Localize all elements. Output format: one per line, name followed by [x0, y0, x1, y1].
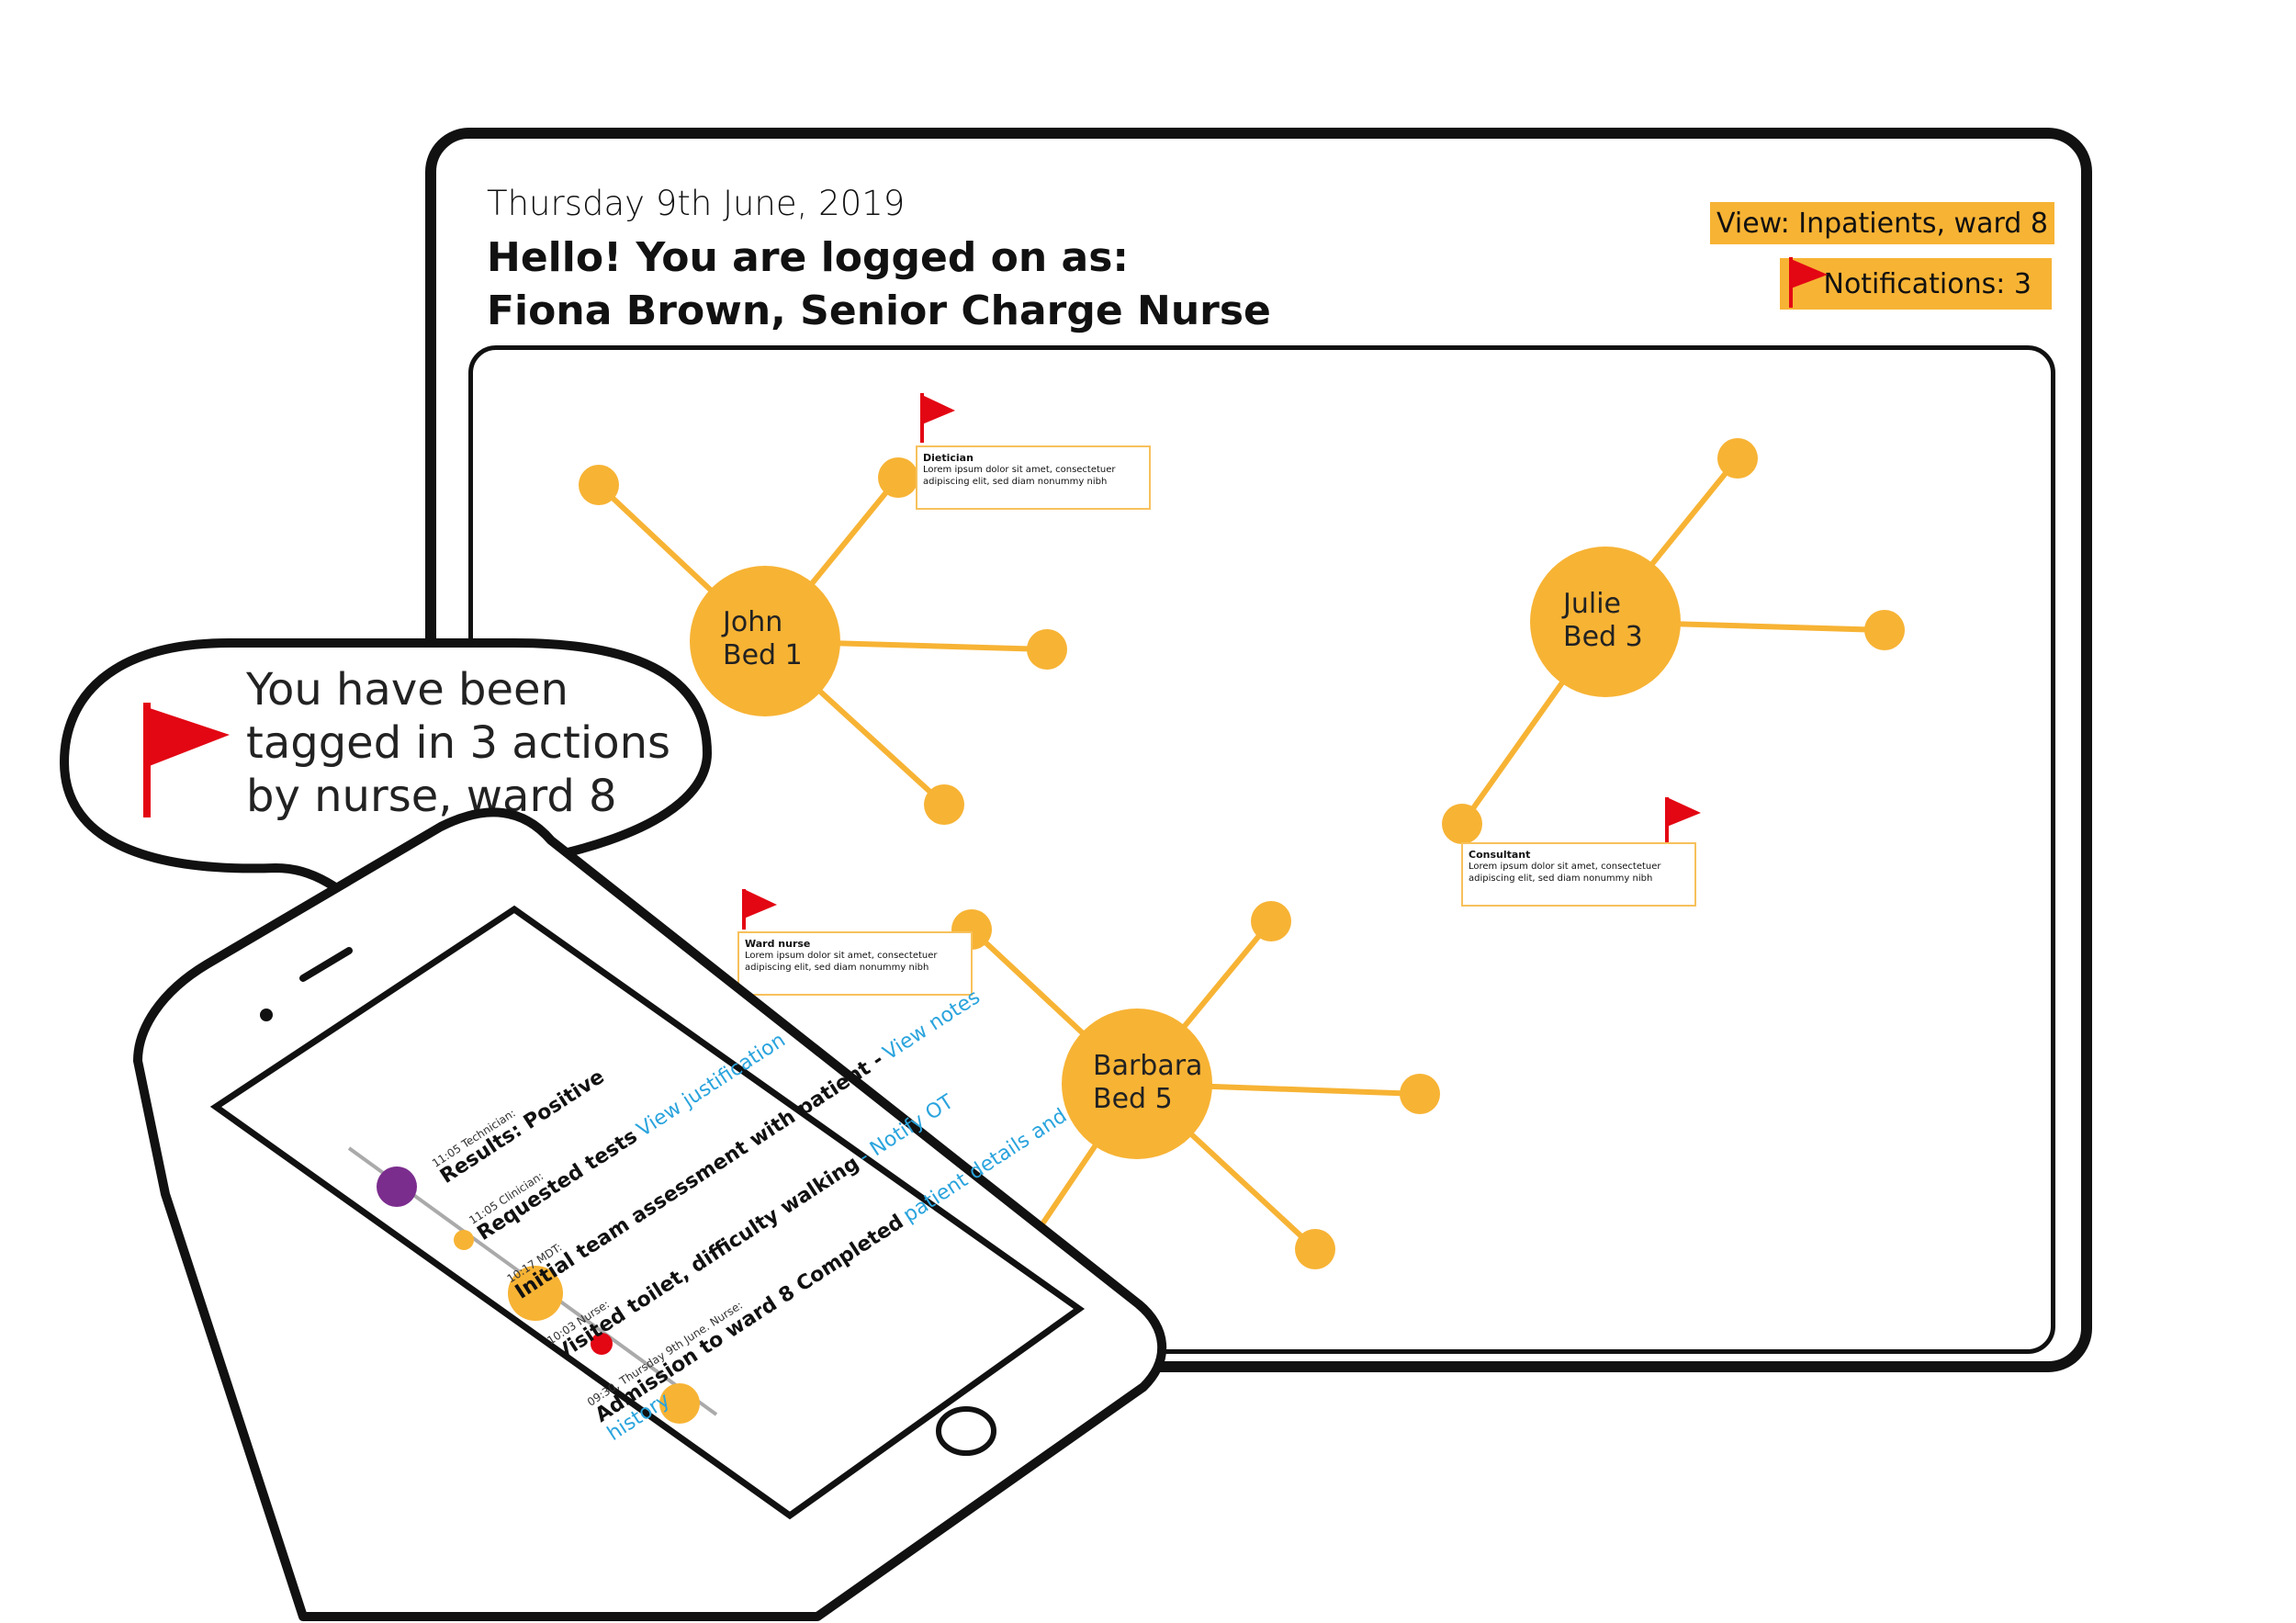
bubble-message: You have been tagged in 3 actions by nur… — [246, 664, 670, 822]
note-dietician[interactable]: Dietician Lorem ipsum dolor sit amet, co… — [916, 445, 1151, 510]
user-name-role: Fiona Brown, Senior Charge Nurse — [487, 287, 1271, 334]
flag-icon-consultant — [1665, 797, 1701, 843]
view-filter-button[interactable]: View: Inpatients, ward 8 — [1710, 202, 2054, 244]
julie-hub — [1530, 547, 1681, 697]
greeting-line1: Hello! You are logged on as: — [487, 234, 1129, 281]
barbara-hub — [1062, 1009, 1212, 1159]
patient-john[interactable]: John Bed 1 — [723, 606, 803, 671]
john-hub — [690, 566, 840, 716]
notification-flag-icon — [1789, 257, 1828, 308]
home-button-icon — [936, 1406, 996, 1456]
note-ward-nurse[interactable]: Ward nurse Lorem ipsum dolor sit amet, c… — [737, 931, 973, 996]
patient-julie[interactable]: Julie Bed 3 — [1563, 588, 1643, 653]
flag-icon-ward-nurse — [742, 889, 777, 930]
flag-icon-dietician — [920, 393, 955, 443]
patient-barbara[interactable]: Barbara Bed 5 — [1093, 1050, 1203, 1115]
date-label: Thursday 9th June, 2019 — [487, 184, 906, 223]
note-consultant[interactable]: Consultant Lorem ipsum dolor sit amet, c… — [1461, 842, 1696, 907]
bubble-flag-icon — [143, 703, 230, 817]
notifications-button[interactable]: Notifications: 3 — [1780, 258, 2052, 310]
greeting: Hello! You are logged on as: Fiona Brown… — [487, 231, 1271, 338]
notifications-label: Notifications: 3 — [1823, 267, 2032, 300]
